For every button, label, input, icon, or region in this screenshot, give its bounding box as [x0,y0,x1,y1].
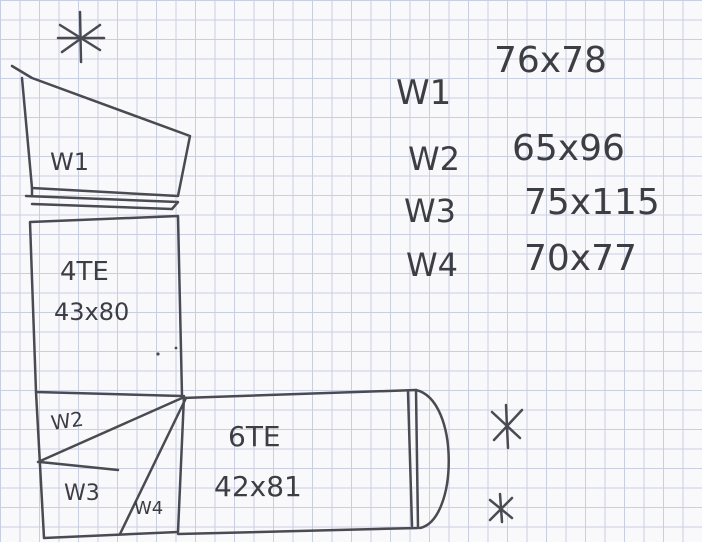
list-w3-size: 75x115 [524,182,660,223]
w1-plan-label: W1 [50,148,89,176]
lower-window-block-outline [34,390,188,540]
list-w3-label: W3 [404,192,456,230]
star-mark-right-upper [490,403,524,450]
room-4te-outline [28,214,184,398]
room-6te-size: 42x81 [214,470,302,503]
list-w1-label: W1 [396,73,451,113]
list-w4-size: 70x77 [524,238,637,279]
w2-plan-label: W2 [49,407,85,435]
list-w2-label: W2 [408,140,460,178]
star-mark-right-lower [488,492,514,524]
list-w2-size: 65x96 [512,128,625,169]
w4-plan-label: W4 [134,498,163,519]
window-size-list: W1 76x78 W2 65x96 W3 75x115 W4 70x77 [396,40,660,284]
room-6te-name: 6TE [228,420,281,453]
list-w4-label: W4 [406,246,458,284]
w3-plan-label: W3 [64,481,100,506]
room-4te-name: 4TE [60,257,109,287]
pencil-dots [156,346,178,356]
star-mark-top [56,10,106,64]
room-6te-outline [176,388,450,536]
window-w1-shape [10,64,192,211]
list-w1-size: 76x78 [494,40,607,81]
room-4te-size: 43x80 [54,298,129,326]
